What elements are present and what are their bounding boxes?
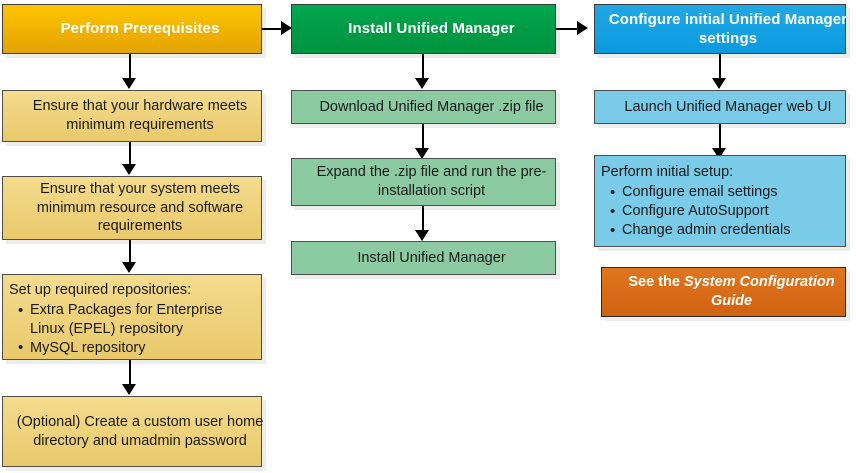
connector-line-prereq-3 <box>129 240 131 264</box>
repository-bullet-list: Extra Packages for Enterprise Linux (EPE… <box>3 301 261 358</box>
connector-arrow-install-2 <box>415 148 429 159</box>
step-label: Install Unified Manager <box>357 249 506 266</box>
step-box-install-unified-manager[interactable]: Install Unified Manager <box>291 241 556 275</box>
connector-line-install-to-configure <box>556 28 579 30</box>
connector-line-configure-1 <box>719 54 721 80</box>
callout-emphasis: System Configuration Guide <box>683 274 835 309</box>
step-label: Perform initial setup: <box>601 164 734 180</box>
callout-prefix: See the <box>628 274 684 291</box>
step-label: Download Unified Manager .zip file <box>319 98 544 115</box>
stage-header-perform-prerequisites[interactable]: Perform Prerequisites <box>2 4 262 54</box>
initial-setup-bullet-list: Configure email settings Configure AutoS… <box>595 183 845 241</box>
connector-line-prereq-1 <box>129 54 131 80</box>
step-box-required-repositories[interactable]: Set up required repositories: Extra Pack… <box>2 274 262 360</box>
step-box-hardware-requirements[interactable]: Ensure that your hardware meets minimum … <box>2 90 262 142</box>
connector-arrow-install-to-configure <box>577 21 588 35</box>
stage-header-configure-initial-settings[interactable]: Configure initial Unified Manager settin… <box>594 4 847 54</box>
connector-arrow-prereq-4 <box>122 384 136 395</box>
step-label: Expand the .zip file and run the pre-ins… <box>316 164 547 199</box>
step-label: Set up required repositories: <box>9 282 192 298</box>
connector-arrow-prereq-2 <box>122 164 136 175</box>
connector-arrow-configure-2 <box>712 148 726 159</box>
callout-label: See the System Configuration Guide <box>602 273 856 311</box>
step-box-custom-user-home[interactable]: (Optional) Create a custom user home dir… <box>2 396 263 467</box>
step-label: Ensure that your hardware meets minimum … <box>32 98 248 133</box>
connector-arrow-prereq-3 <box>122 262 136 273</box>
stage-header-label: Install Unified Manager <box>348 20 515 38</box>
callout-system-configuration-guide[interactable]: See the System Configuration Guide <box>601 267 846 317</box>
connector-line-install-1 <box>422 54 424 80</box>
connector-line-prereq-4 <box>129 360 131 386</box>
step-box-system-requirements[interactable]: Ensure that your system meets minimum re… <box>2 176 262 240</box>
connector-arrow-install-1 <box>415 78 429 89</box>
connector-arrow-configure-1 <box>712 78 726 89</box>
connector-line-install-3 <box>422 206 424 232</box>
connector-arrow-install-3 <box>415 230 429 241</box>
connector-line-prereq-2 <box>129 142 131 166</box>
connector-line-install-2 <box>422 124 424 150</box>
step-box-launch-web-ui[interactable]: Launch Unified Manager web UI <box>594 90 846 124</box>
step-box-download-zip[interactable]: Download Unified Manager .zip file <box>291 90 556 124</box>
connector-arrow-prereq-to-install <box>281 21 292 35</box>
step-label: Ensure that your system meets minimum re… <box>36 181 244 235</box>
list-item: Extra Packages for Enterprise Linux (EPE… <box>18 301 261 338</box>
step-label: (Optional) Create a custom user home dir… <box>16 413 264 449</box>
step-label: Launch Unified Manager web UI <box>624 98 832 115</box>
step-box-expand-zip-run-script[interactable]: Expand the .zip file and run the pre-ins… <box>291 158 556 206</box>
list-item: Change admin credentials <box>610 221 845 240</box>
connector-line-prereq-to-install <box>262 28 283 30</box>
stage-header-label: Perform Prerequisites <box>60 20 220 38</box>
list-item: Configure email settings <box>610 183 845 202</box>
stage-header-install-unified-manager[interactable]: Install Unified Manager <box>291 4 556 54</box>
connector-arrow-prereq-1 <box>122 78 136 89</box>
stage-header-label: Configure initial Unified Manager settin… <box>608 10 848 47</box>
connector-line-configure-2 <box>719 124 721 150</box>
list-item: Configure AutoSupport <box>610 202 845 221</box>
list-item: MySQL repository <box>18 338 261 358</box>
step-box-perform-initial-setup[interactable]: Perform initial setup: Configure email s… <box>594 155 846 247</box>
